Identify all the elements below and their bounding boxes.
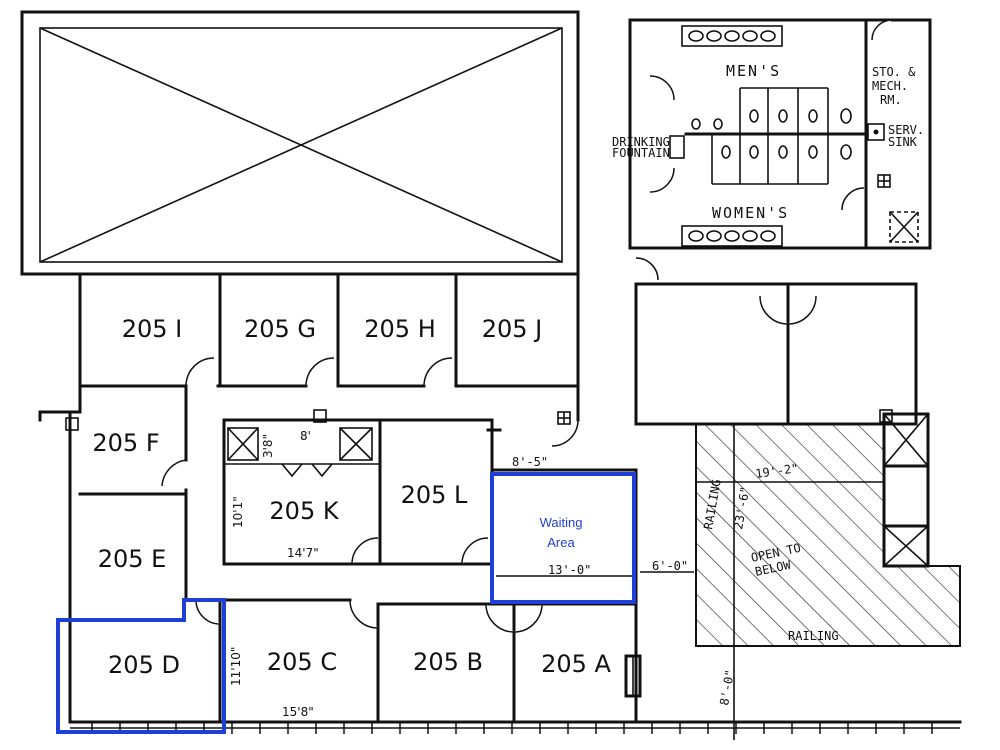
dim-waiting-width: 13'-0" bbox=[548, 563, 591, 577]
room-205d-highlight[interactable] bbox=[56, 598, 226, 734]
dim-205k-height: 10'1" bbox=[231, 496, 245, 528]
room-label-205j[interactable]: 205 J bbox=[482, 315, 543, 343]
dim-small-height: 3'8" bbox=[261, 434, 275, 458]
room-label-205d[interactable]: 205 D bbox=[108, 651, 180, 679]
sink-circles-bottom bbox=[688, 230, 776, 242]
waiting-area-label-line1: Waiting bbox=[540, 515, 583, 530]
room-label-205e[interactable]: 205 E bbox=[98, 545, 167, 573]
service-sink-label-line1: SERV. bbox=[888, 123, 924, 137]
waiting-area-highlight[interactable] bbox=[490, 472, 636, 604]
waiting-area-label-line2: Area bbox=[547, 535, 575, 550]
right-offices bbox=[634, 257, 918, 426]
room-label-205l[interactable]: 205 L bbox=[401, 481, 468, 509]
drinking-fountain-label-line1: DRINKING bbox=[612, 135, 670, 149]
room-label-205b[interactable]: 205 B bbox=[413, 648, 483, 676]
dim-top-gap: 8'-5" bbox=[512, 455, 548, 469]
womens-stalls bbox=[691, 118, 852, 185]
railing-horizontal-label: RAILING bbox=[788, 629, 839, 643]
service-sink-label-line2: SINK bbox=[888, 135, 918, 149]
dim-small-width: 8' bbox=[300, 429, 311, 443]
dim-205c-width: 15'8" bbox=[282, 705, 314, 719]
storage-label-line3: RM. bbox=[880, 93, 902, 107]
storage-label-line2: MECH. bbox=[872, 79, 908, 93]
room-label-205i[interactable]: 205 I bbox=[122, 315, 183, 343]
open-to-below-area bbox=[695, 409, 961, 740]
room-label-205k[interactable]: 205 K bbox=[269, 497, 339, 525]
room-label-205c[interactable]: 205 C bbox=[267, 648, 337, 676]
room-label-205g[interactable]: 205 G bbox=[244, 315, 316, 343]
mens-label: MEN'S bbox=[726, 62, 781, 80]
open-width-dim: 19'-2" bbox=[754, 461, 799, 481]
room-label-205h[interactable]: 205 H bbox=[364, 315, 435, 343]
restroom-block bbox=[628, 18, 932, 250]
sink-circles-top bbox=[688, 30, 776, 42]
dim-205k-width: 14'7" bbox=[287, 546, 319, 560]
womens-label: WOMEN'S bbox=[712, 204, 789, 222]
dim-205c-height: 11'10" bbox=[229, 647, 243, 686]
mens-stalls bbox=[739, 87, 852, 134]
dim-6ft-gap: 6'-0" bbox=[652, 559, 688, 573]
bottom-8ft-dim: 8'-0" bbox=[717, 669, 737, 707]
storage-label-line1: STO. & bbox=[872, 65, 916, 79]
room-label-205f[interactable]: 205 F bbox=[92, 429, 159, 457]
crossed-void-area bbox=[20, 10, 580, 276]
room-label-205a[interactable]: 205 A bbox=[541, 650, 611, 678]
drinking-fountain-label-line2: FOUNTAIN bbox=[612, 146, 670, 160]
